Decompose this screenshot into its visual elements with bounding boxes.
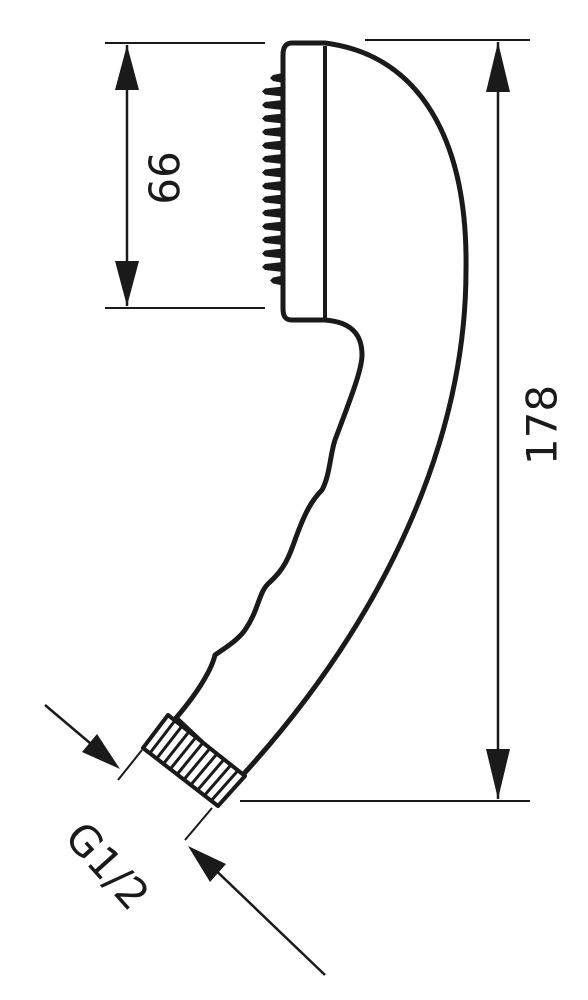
arrowhead-overall-bottom	[486, 749, 510, 799]
arrowhead-head-bottom	[115, 261, 139, 306]
spray-nozzles	[262, 73, 283, 286]
thread-line	[189, 752, 219, 786]
nozzle	[270, 73, 283, 83]
nozzle	[262, 235, 283, 245]
thread-line	[175, 741, 205, 776]
nozzle	[262, 248, 283, 259]
thread-line	[169, 736, 198, 771]
nozzle	[262, 194, 283, 205]
nozzle	[262, 167, 283, 178]
nozzle	[262, 86, 283, 97]
thread-line	[148, 719, 177, 755]
arrowhead-thread-left	[82, 734, 120, 769]
thread-line	[182, 747, 212, 781]
nozzle	[262, 208, 283, 218]
nozzle	[262, 262, 283, 272]
thread-line	[162, 730, 191, 765]
dimension-label-head-height: 99	[139, 151, 188, 204]
arrowhead-thread-right	[188, 846, 226, 882]
nozzle	[262, 113, 283, 124]
leader-arrow-thread-right-shaft	[204, 859, 326, 976]
extension-line-thread-left	[117, 749, 143, 781]
thread-line	[210, 769, 240, 802]
nozzle	[262, 181, 283, 191]
extension-line-thread-right	[184, 807, 213, 841]
nozzle	[262, 127, 283, 137]
nozzle	[270, 275, 283, 286]
threaded-connector	[141, 713, 247, 808]
shower-body-outline	[173, 40, 469, 781]
thread-line	[155, 725, 184, 760]
nozzle	[262, 140, 283, 151]
dimension-label-connection-thread: G1/2	[56, 812, 159, 919]
dimension-label-overall-height: 178	[518, 385, 567, 465]
nozzle	[262, 100, 283, 110]
arrowhead-head-top	[115, 45, 139, 90]
thread-line	[203, 763, 233, 797]
nozzle	[262, 154, 283, 164]
nozzle	[262, 221, 283, 232]
arrowhead-overall-top	[486, 42, 510, 92]
thread-line	[196, 758, 226, 792]
